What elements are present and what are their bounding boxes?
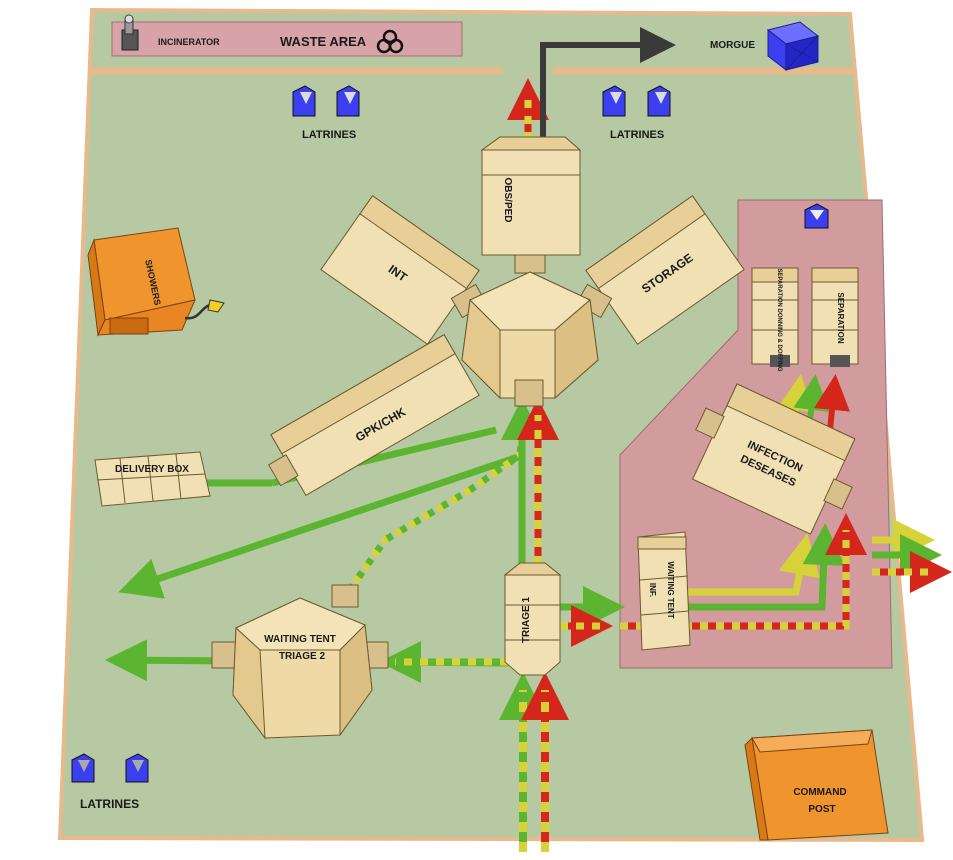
triage1-tent: TRIAGE 1 [503,562,562,676]
biohazard-icon [376,29,404,54]
incinerator-label: INCINERATOR [158,37,220,47]
path-morgue [540,27,676,140]
waste-area-label: WASTE AREA [280,34,367,49]
central-hub [450,271,613,407]
path-sep-red [814,374,850,431]
waiting-tent-label-line1: WAITING TENT [264,634,336,645]
waiting-tent-triage2: WAITING TENT TRIAGE 2 [211,584,389,740]
path-exit-left-upper [118,451,526,599]
morgue-label: MORGUE [710,40,755,51]
showers-building: SHOWERS [87,227,196,337]
latrines-bottom-label: LATRINES [80,797,139,811]
path-triage2-to-hub-green [343,409,528,598]
infection-diseases-tent: INFECTION DESEASES [692,383,856,535]
obs-ped-label: OBS/PED [502,177,513,222]
waste-zone [111,21,463,57]
separation-label: SEPARATION [836,292,845,343]
morgue-box-icon [766,21,820,72]
separation-donning-building: SEPARATION DONNING & DOFFING [751,267,799,372]
latrines-top-right-label: LATRINES [610,129,664,141]
delivery-box-label: DELIVERY BOX [115,464,189,475]
separation-building: SEPARATION [811,267,859,367]
latrine-icon [292,85,360,117]
inf-waiting-label-line2: WAITING TENT [666,561,675,618]
latrine-icon [602,85,671,117]
command-post-label-line2: POST [808,804,835,815]
path-inf-red-stripe [620,530,850,630]
hose-icon [184,299,225,320]
waiting-tent-label-line2: TRIAGE 2 [279,651,326,662]
incinerator-icon [121,14,139,51]
gpk-chk-tent: GPK/CHK [267,334,480,496]
storage-tent: STORAGE [585,195,745,345]
delivery-box: DELIVERY BOX [94,451,211,507]
command-post-building: COMMAND POST [744,729,889,841]
path-inf-green [680,523,845,611]
inf-waiting-label-line1: INF. [648,583,657,597]
command-post-label-line1: COMMAND [793,787,846,798]
obs-ped-tent: OBS/PED [480,136,582,274]
separation-donning-label: SEPARATION DONNING & DOFFING [776,268,782,371]
int-tent: INT [320,195,480,345]
latrines-top-left-label: LATRINES [302,129,356,141]
latrine-icon [71,753,149,783]
triage1-label: TRIAGE 1 [521,597,532,644]
latrine-icon [804,203,829,229]
inf-waiting-tent: INF. WAITING TENT [637,531,691,651]
